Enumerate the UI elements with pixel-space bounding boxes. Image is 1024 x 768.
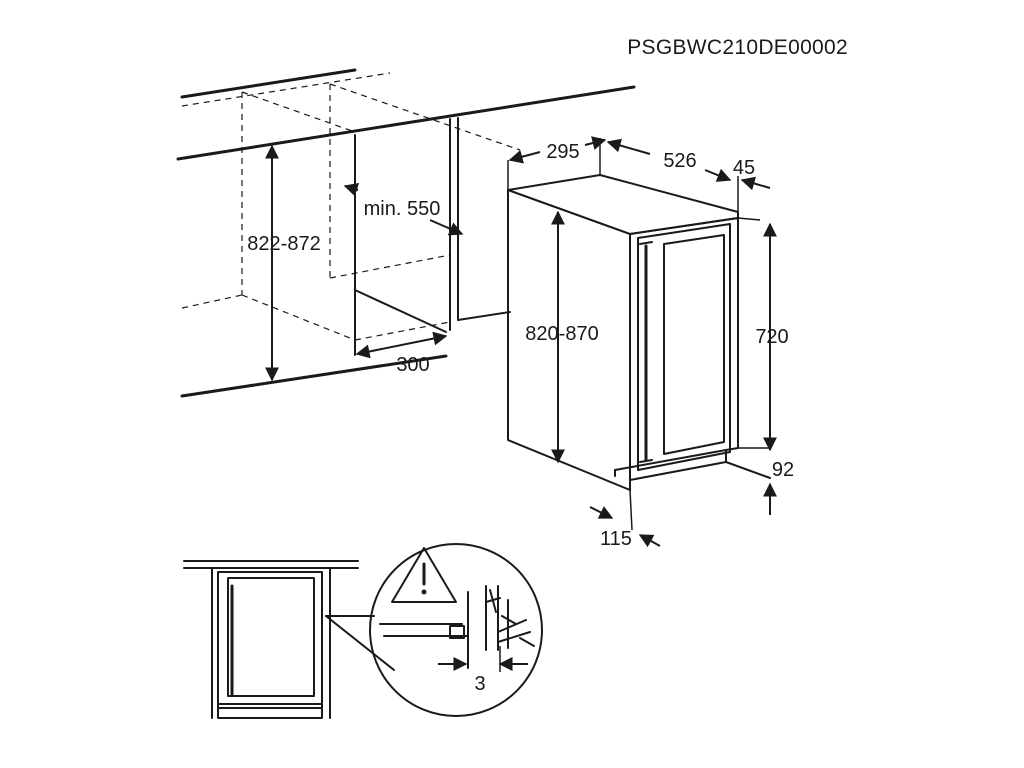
niche-height-label: 822-872 bbox=[247, 233, 320, 255]
niche-depth-label: 300 bbox=[396, 354, 429, 376]
niche-depth-dimension bbox=[355, 331, 448, 359]
niche-width-label: min. 550 bbox=[364, 198, 441, 220]
warning-triangle-icon bbox=[391, 547, 457, 603]
door-height-label: 720 bbox=[755, 326, 788, 348]
gap-detail bbox=[379, 585, 535, 669]
appliance-depth-top-dimension bbox=[508, 136, 607, 164]
wine-cooler-appliance bbox=[507, 138, 771, 531]
plinth-depth-label: 115 bbox=[600, 528, 632, 550]
appliance-depth-top-label: 295 bbox=[546, 141, 579, 163]
appliance-depth-dimension bbox=[606, 138, 732, 182]
appliance-depth-label: 526 bbox=[663, 150, 696, 172]
detail-callout bbox=[325, 543, 543, 717]
front-view-cabinet bbox=[183, 560, 359, 719]
appliance-height-label: 820-870 bbox=[525, 323, 598, 345]
door-offset-dimension bbox=[740, 176, 771, 191]
door-offset-label: 45 bbox=[733, 157, 755, 179]
niche-width-dimension bbox=[343, 183, 464, 236]
plinth-depth-dimension bbox=[589, 506, 661, 548]
gap-clearance-label: 3 bbox=[474, 673, 485, 695]
document-code: PSGBWC210DE00002 bbox=[627, 36, 848, 59]
gap-clearance-dimension bbox=[438, 646, 528, 672]
plinth-height-label: 92 bbox=[772, 459, 794, 481]
